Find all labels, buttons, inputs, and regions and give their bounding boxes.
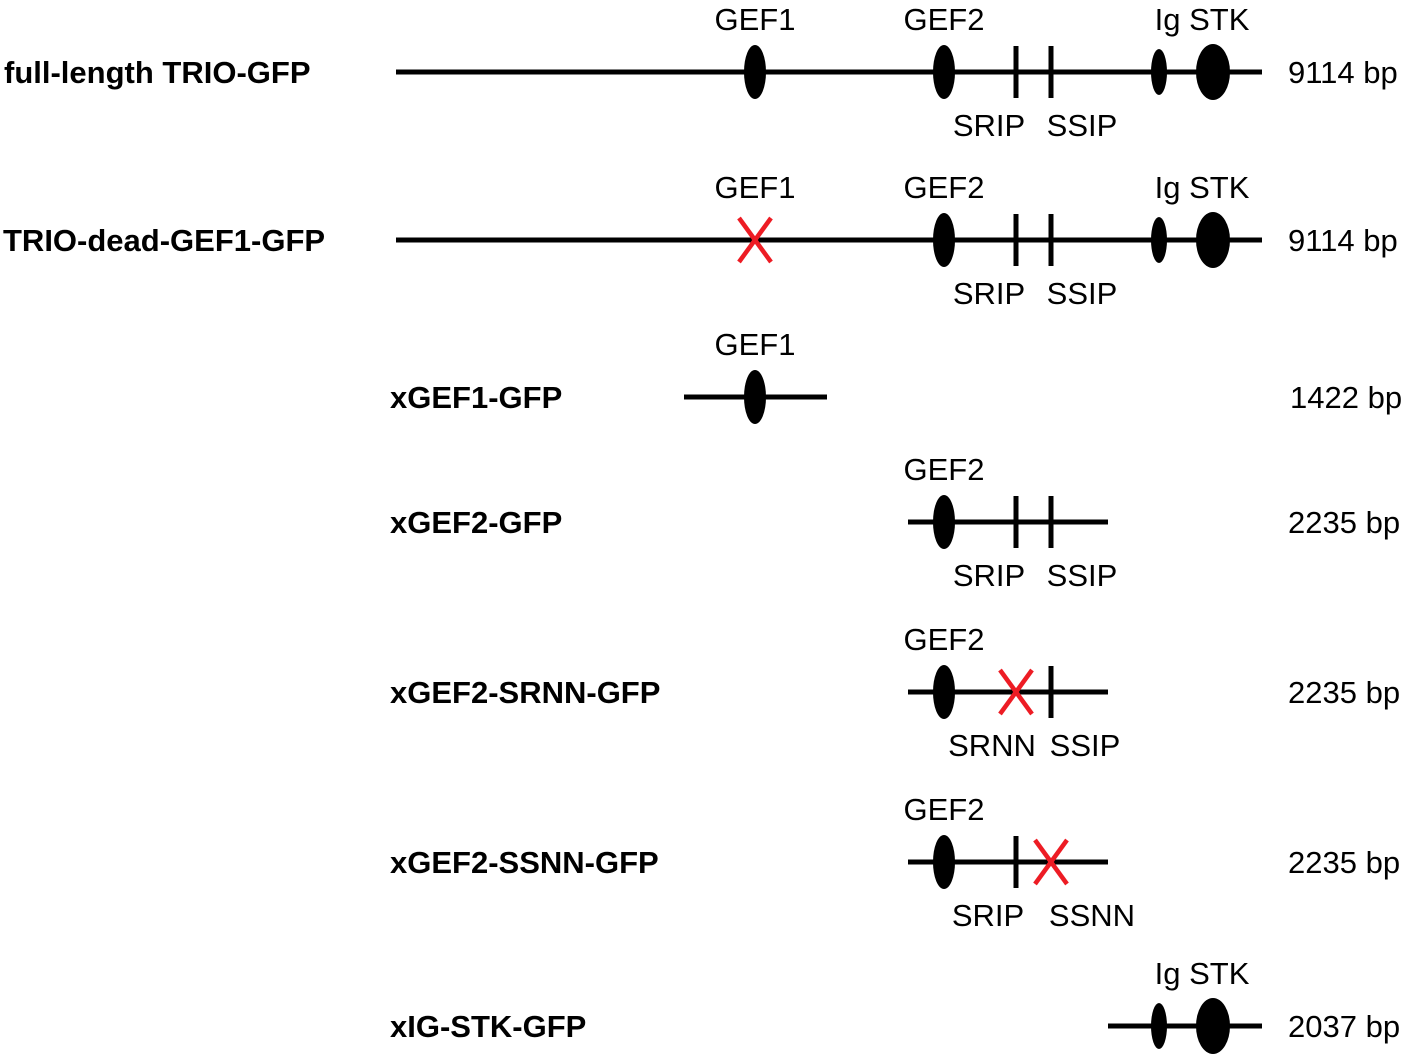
site-label: SSIP (1047, 276, 1118, 311)
site-label: SRIP (953, 276, 1025, 311)
site-label: SSNN (1049, 898, 1135, 933)
construct-size-label: 2037 bp (1288, 1009, 1400, 1044)
gef2-domain-ellipse (933, 835, 955, 889)
site-label: SRNN (948, 728, 1036, 763)
construct-row: TRIO-dead-GEF1-GFP GEF1 GEF2 Ig STK SRIP SSIP… (3, 170, 1398, 311)
construct-name: xGEF2-SRNN-GFP (390, 675, 660, 710)
gef1-domain-ellipse (744, 370, 766, 424)
construct-size-label: 2235 bp (1288, 675, 1400, 710)
domain-label: GEF1 (715, 327, 796, 362)
gef2-domain-ellipse (933, 45, 955, 99)
site-label: SSIP (1047, 108, 1118, 143)
construct-name: xGEF2-SSNN-GFP (390, 845, 659, 880)
construct-size-label: 2235 bp (1288, 845, 1400, 880)
ig-domain-ellipse (1151, 49, 1167, 95)
gef2-domain-ellipse (933, 495, 955, 549)
stk-domain-ellipse (1196, 998, 1230, 1054)
site-label: SSIP (1047, 558, 1118, 593)
domain-label: GEF2 (904, 170, 985, 205)
gef1-domain-ellipse (744, 45, 766, 99)
construct-name: xIG-STK-GFP (390, 1009, 586, 1044)
construct-size-label: 1422 bp (1290, 380, 1402, 415)
ig-domain-ellipse (1151, 1003, 1167, 1049)
domain-label: GEF2 (904, 792, 985, 827)
srnn-mutation-x-icon (998, 668, 1034, 716)
site-label: SSIP (1050, 728, 1121, 763)
construct-size-label: 9114 bp (1288, 223, 1398, 258)
site-label: SRIP (952, 898, 1024, 933)
domain-label: GEF1 (715, 2, 796, 37)
construct-name: TRIO-dead-GEF1-GFP (3, 223, 325, 258)
domain-label: Ig STK (1155, 2, 1250, 37)
domain-label: GEF2 (904, 622, 985, 657)
domain-label: GEF1 (715, 170, 796, 205)
dead-gef1-mutation-x-icon (737, 216, 773, 264)
domain-label: Ig STK (1155, 956, 1250, 991)
ig-domain-ellipse (1151, 217, 1167, 263)
stk-domain-ellipse (1196, 212, 1230, 268)
gef2-domain-ellipse (933, 665, 955, 719)
construct-name: xGEF1-GFP (390, 380, 562, 415)
construct-size-label: 2235 bp (1288, 505, 1400, 540)
domain-label: Ig STK (1155, 170, 1250, 205)
construct-size-label: 9114 bp (1288, 55, 1398, 90)
stk-domain-ellipse (1196, 44, 1230, 100)
domain-label: GEF2 (904, 2, 985, 37)
construct-row: xIG-STK-GFP Ig STK 2037 bp (390, 956, 1400, 1054)
construct-row: xGEF1-GFP GEF1 1422 bp (390, 327, 1402, 424)
site-label: SRIP (953, 558, 1025, 593)
construct-name: xGEF2-GFP (390, 505, 562, 540)
ssnn-mutation-x-icon (1033, 838, 1069, 886)
gef2-domain-ellipse (933, 213, 955, 267)
domain-label: GEF2 (904, 452, 985, 487)
site-label: SRIP (953, 108, 1025, 143)
construct-name: full-length TRIO-GFP (4, 55, 311, 90)
construct-row: full-length TRIO-GFP GEF1 GEF2 Ig STK SRIP SS… (4, 2, 1398, 143)
